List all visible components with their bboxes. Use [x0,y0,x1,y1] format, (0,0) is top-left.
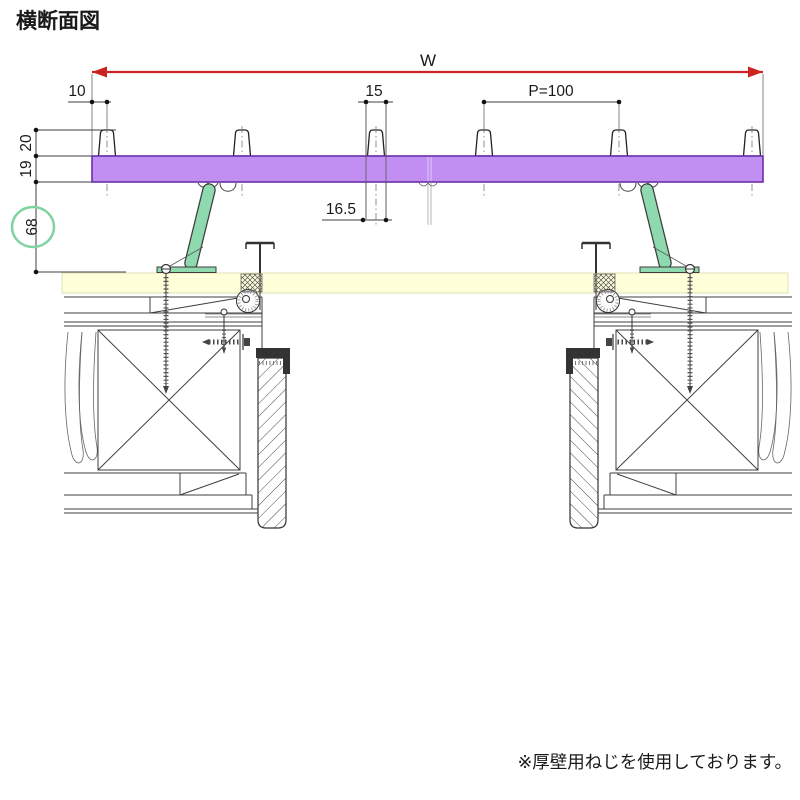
highlight-circle [10,205,56,249]
left-assembly [64,183,290,528]
dim-68-label: 68 [24,218,41,235]
board-seam [418,157,438,225]
dim-pitch-label: P=100 [528,83,574,100]
dim-w-label: W [420,51,436,70]
sill-band-yellow [61,272,789,294]
right-assembly [566,183,792,528]
dim-15-label: 15 [365,83,382,100]
arrowhead-left [92,66,107,78]
dim-20-label: 20 [18,134,35,152]
dim-16-5-label: 16.5 [326,201,356,218]
dim-10: 10 [68,83,111,128]
dim-pitch: P=100 [481,83,622,153]
dim-19-label: 19 [18,160,35,177]
arrowhead-right [748,66,763,78]
deck-ribs [97,129,762,157]
dim-10-label: 10 [68,83,86,100]
footnote: ※厚壁用ねじを使用しております。 [518,752,792,772]
page-title: 横断面図 [16,9,100,33]
dim-16-5: 16.5 [322,201,392,223]
dim-overall-width: W [91,51,764,155]
dim-left-chain: 20 19 68 [10,127,126,275]
